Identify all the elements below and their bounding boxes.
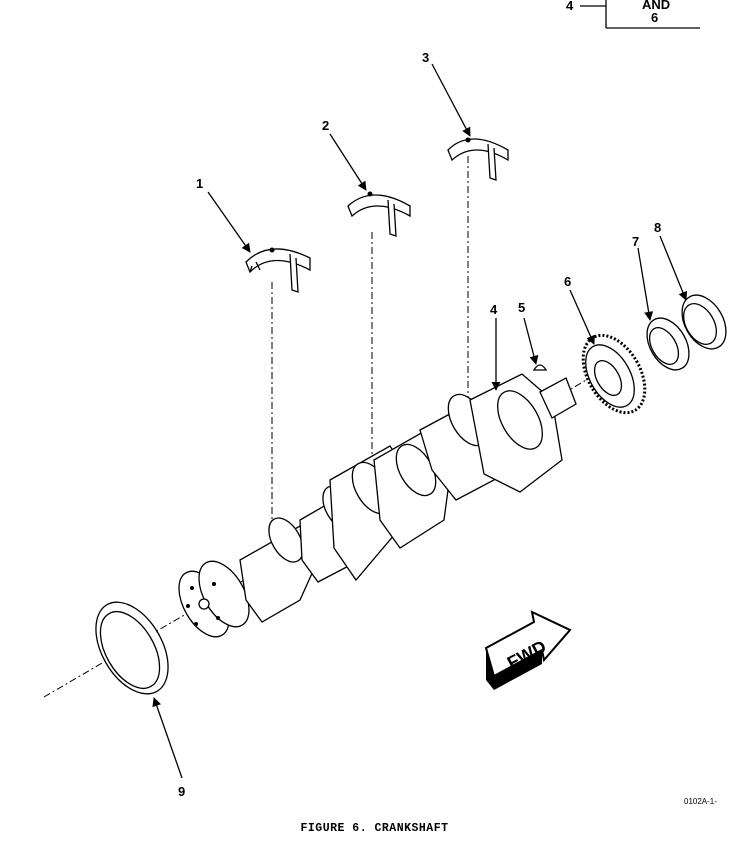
projection-lines [271,156,469,552]
ref-note-line1: AND [642,0,670,12]
main-bearing-shell-3 [447,137,509,181]
callout-9: 9 [178,784,185,799]
drawing-id: 0102A-1- [684,797,717,806]
woodruff-key [532,364,548,371]
main-bearing-shell-1 [245,247,311,293]
ref-note-line2: 6 [651,10,658,25]
reference-bracket: 4 AND 6 [566,0,700,29]
spacer-ring [646,317,690,371]
front-oil-seal [681,294,727,350]
forward-direction-arrow: FWD [484,610,572,690]
main-bearing-shell-2 [347,191,411,237]
ref-note-item: 4 [566,0,574,13]
crankshaft [178,373,577,638]
callout-3: 3 [422,50,429,65]
callout-1: 1 [196,176,203,191]
rear-oil-seal [95,601,169,695]
figure-caption: FIGURE 6. CRANKSHAFT [300,822,449,835]
leader-lines [152,63,688,779]
callout-6: 6 [564,274,571,289]
callout-4: 4 [490,302,498,317]
crankshaft-gear [581,333,647,415]
callout-2: 2 [322,118,329,133]
callout-8: 8 [654,220,661,235]
callout-5: 5 [518,300,525,315]
callout-7: 7 [632,234,639,249]
